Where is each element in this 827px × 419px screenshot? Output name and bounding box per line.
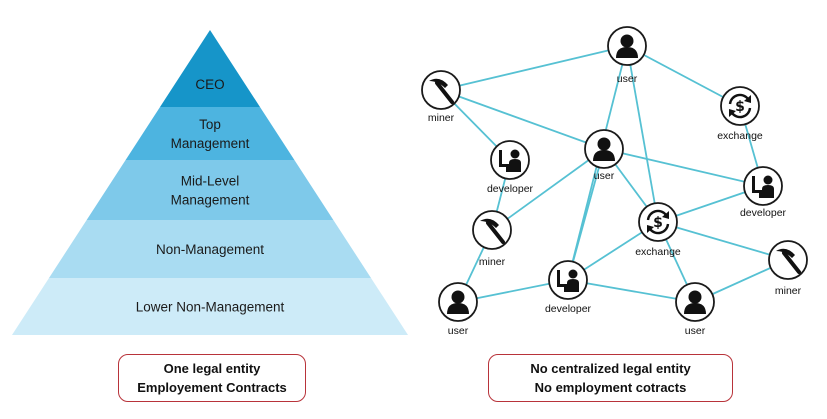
- network-caption: No centralized legal entity No employmen…: [488, 354, 733, 402]
- hierarchy-caption: One legal entity Employement Contracts: [118, 354, 306, 402]
- pyramid-tier-shape: [49, 220, 371, 278]
- network-node-label: exchange: [717, 130, 763, 142]
- network-node-label: miner: [775, 285, 802, 297]
- miner-icon: [472, 210, 512, 250]
- network-edge: [567, 279, 696, 303]
- network-nodes: user miner $ exchange developer user developer…: [421, 26, 808, 337]
- network-node-user-bottom-right: user: [675, 282, 715, 337]
- developer-icon: [548, 260, 588, 300]
- network-edge: [567, 148, 605, 281]
- user-icon: [584, 129, 624, 169]
- pyramid-tier-shape: [125, 107, 295, 160]
- pyramid-tier-label: Lower Non-Management: [136, 300, 285, 315]
- hierarchy-caption-line-2: Employement Contracts: [137, 380, 287, 395]
- network-node-label: developer: [545, 303, 592, 315]
- network-node-user-center: user: [584, 129, 624, 182]
- network-node-miner-right: miner: [768, 240, 808, 297]
- network-edge: [440, 45, 628, 91]
- network-edge: [626, 45, 741, 107]
- network-node-label: developer: [487, 183, 534, 195]
- svg-text:$: $: [653, 215, 663, 231]
- network-node-miner-left: miner: [421, 70, 461, 124]
- pyramid-tier-label: Non-Management: [156, 242, 264, 257]
- pyramid-tier-label: CEO: [195, 77, 224, 92]
- network-caption-line-1: No centralized legal entity: [530, 361, 691, 376]
- hierarchy-caption-line-1: One legal entity: [163, 361, 261, 376]
- pyramid-tier-label: Management: [171, 136, 250, 151]
- network-node-developer-bottom: developer: [545, 260, 592, 315]
- network-edge: [657, 221, 789, 261]
- network-node-label: user: [617, 73, 638, 85]
- network-node-label: user: [594, 170, 615, 182]
- network-node-label: miner: [479, 256, 506, 268]
- pyramid-tier-label: Mid-Level: [181, 174, 240, 189]
- network-node-label: user: [448, 325, 469, 337]
- pyramid-tier-label: Management: [171, 193, 250, 208]
- pyramid-tier-non: Non-Management: [49, 220, 371, 278]
- developer-icon: [743, 166, 783, 206]
- network-node-label: user: [685, 325, 706, 337]
- pyramid-tier-ceo: CEO: [160, 30, 260, 107]
- pyramid-tier-label: Top: [199, 117, 221, 132]
- pyramid-tier-lower: Lower Non-Management: [12, 278, 408, 335]
- user-icon: [438, 282, 478, 322]
- network-node-developer-left: developer: [487, 140, 534, 195]
- network-node-label: miner: [428, 112, 455, 124]
- network-edge: [603, 148, 764, 187]
- network-node-developer-right: developer: [740, 166, 787, 219]
- developer-icon: [490, 140, 530, 180]
- network-node-label: exchange: [635, 246, 681, 258]
- pyramid-tier-shape: [86, 160, 334, 220]
- network-edge: [626, 45, 659, 223]
- network-node-user-bottom-left: user: [438, 282, 478, 337]
- network-node-miner-center: miner: [472, 210, 512, 268]
- user-icon: [607, 26, 647, 66]
- exchange-icon: $: [638, 202, 678, 242]
- pyramid-tier-shape: [160, 30, 260, 107]
- network-edge: [491, 148, 605, 231]
- miner-icon: [421, 70, 461, 110]
- network-caption-line-2: No employment cotracts: [534, 380, 687, 395]
- user-icon: [675, 282, 715, 322]
- network-node-exchange-right: $ exchange: [717, 86, 763, 142]
- miner-icon: [768, 240, 808, 280]
- network-node-exchange-center: $ exchange: [635, 202, 681, 258]
- network-node-user-top: user: [607, 26, 647, 85]
- pyramid-tier-shape: [12, 278, 408, 335]
- network-node-label: developer: [740, 207, 787, 219]
- svg-text:$: $: [735, 99, 745, 115]
- exchange-icon: $: [720, 86, 760, 126]
- network-edge: [440, 89, 605, 150]
